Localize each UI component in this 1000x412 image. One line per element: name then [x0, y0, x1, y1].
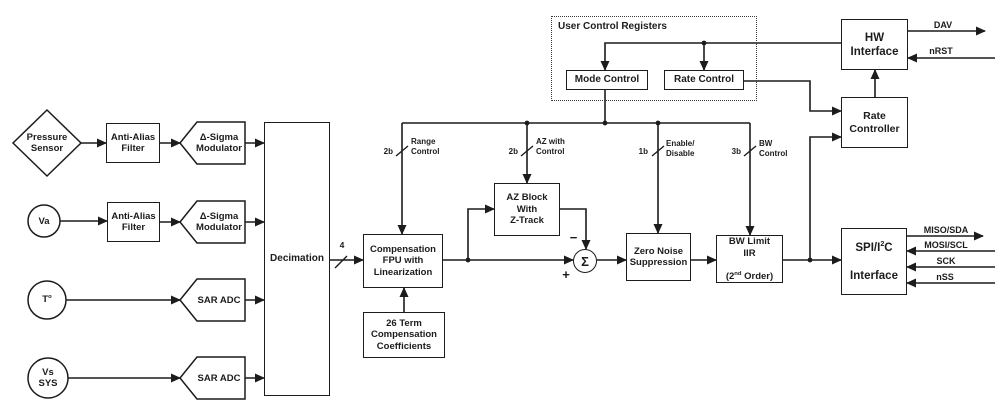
block-mode-control: Mode Control: [566, 70, 648, 90]
block-decimation: Decimation: [264, 122, 330, 396]
va-label: Va: [38, 215, 50, 227]
block-hw-interface: HW Interface: [841, 19, 908, 70]
block-compensation-fpu: Compensation FPU with Linearization: [363, 234, 443, 288]
dav-signal-label: DAV: [933, 20, 953, 30]
sck-signal-label: SCK: [936, 256, 956, 266]
user-control-registers-title: User Control Registers: [558, 21, 667, 32]
enable-disable-label: Enable/ Disable: [666, 139, 695, 158]
az-control-label: AZ with Control: [536, 137, 565, 156]
block-bw-limit-iir: BW Limit IIR (2nd Order): [716, 235, 783, 283]
bus-width-slashes: [334, 145, 757, 269]
range-control-label: Range Control: [411, 137, 440, 156]
block-compensation-coefficients: 26 Term Compensation Coefficients: [363, 312, 445, 358]
interface-wires: [906, 26, 995, 288]
block-anti-alias-filter-1: Anti-Alias Filter: [106, 123, 160, 163]
block-spi-i2c-interface: SPI/I2C Interface: [841, 228, 907, 295]
temp-label: To: [42, 293, 52, 305]
sar-adc-1-label: SAR ADC: [197, 294, 241, 306]
block-rate-control: Rate Control: [664, 70, 744, 90]
bw-control-bits: 3b: [731, 147, 741, 156]
block-az-block: AZ Block With Z-Track: [494, 183, 560, 236]
user-control-registers-group: User Control Registers: [551, 16, 757, 101]
signal-wires: [60, 138, 842, 383]
summing-junction: Σ: [573, 249, 597, 273]
block-rate-controller: Rate Controller: [841, 97, 908, 148]
block-anti-alias-filter-2: Anti-Alias Filter: [107, 202, 160, 242]
range-control-bits: 2b: [383, 147, 393, 156]
pressure-sensor-diamond: [11, 108, 83, 178]
miso-sda-signal-label: MISO/SDA: [923, 225, 969, 235]
bw-control-label: BW Control: [759, 139, 788, 158]
vs-sys-label: Vs SYS: [38, 367, 58, 389]
junction-dots: [465, 40, 813, 263]
sum-plus-sign: +: [562, 267, 570, 282]
pressure-sensor-label: Pressure Sensor: [26, 132, 68, 154]
nss-signal-label: nSS: [936, 272, 954, 282]
block-zero-noise-suppression: Zero Noise Suppression: [626, 233, 691, 281]
delta-sigma-modulator-2-label: Δ-Sigma Modulator: [196, 211, 242, 233]
az-control-bits: 2b: [508, 147, 518, 156]
sar-adc-2-label: SAR ADC: [197, 372, 241, 384]
enable-disable-bits: 1b: [638, 147, 648, 156]
delta-sigma-modulator-1-label: Δ-Sigma Modulator: [196, 132, 242, 154]
sum-minus-sign: −: [569, 230, 578, 245]
control-wires: [397, 42, 880, 260]
mosi-scl-signal-label: MOSI/SCL: [924, 240, 968, 250]
bus-width-4: 4: [339, 240, 345, 250]
nrst-signal-label: nRST: [929, 46, 953, 56]
